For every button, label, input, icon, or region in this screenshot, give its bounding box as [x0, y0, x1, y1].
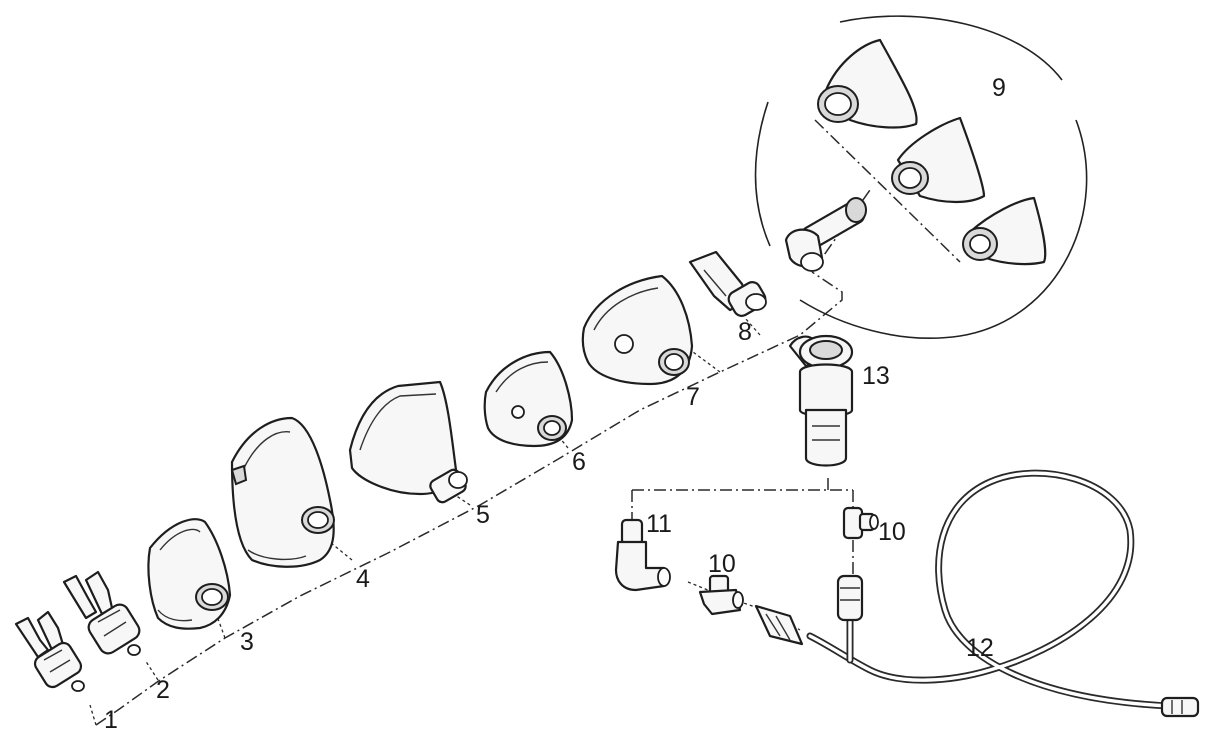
- label-part-12: 12: [966, 634, 994, 662]
- part-5-trach-mask: [348, 380, 468, 504]
- part-3-small-mask: [147, 518, 232, 630]
- label-part-1: 1: [104, 706, 118, 734]
- label-part-2: 2: [156, 676, 170, 704]
- label-part-11: 11: [646, 510, 672, 538]
- label-part-5: 5: [476, 501, 490, 529]
- part-10-tee-right: [842, 506, 879, 540]
- part-9-mask-group: [754, 15, 1088, 339]
- label-part-10-right: 10: [878, 518, 906, 546]
- label-part-4: 4: [356, 565, 370, 593]
- tube-connector: [754, 604, 804, 646]
- part-13-nebulizer: [788, 334, 854, 467]
- part-8-mouthpiece: [688, 250, 767, 317]
- label-part-9: 9: [992, 74, 1006, 102]
- part-7-adult-mask: [581, 274, 694, 386]
- label-part-3: 3: [240, 628, 254, 656]
- assembly-axis: [95, 271, 843, 726]
- label-part-10-left: 10: [708, 550, 736, 578]
- part-1-cannula: [14, 610, 85, 692]
- branch-axis: [631, 478, 854, 575]
- label-part-7: 7: [686, 383, 700, 411]
- part-6-medium-mask: [483, 350, 574, 448]
- part-10-tee-left: [698, 574, 744, 616]
- part-11-elbow: [614, 518, 671, 592]
- label-part-13: 13: [862, 362, 890, 390]
- label-part-8: 8: [738, 318, 752, 346]
- part-4-large-mask: [230, 416, 335, 568]
- part-12-tubing: [806, 469, 1200, 718]
- part-2-cannula: [62, 570, 141, 656]
- label-part-6: 6: [572, 448, 586, 476]
